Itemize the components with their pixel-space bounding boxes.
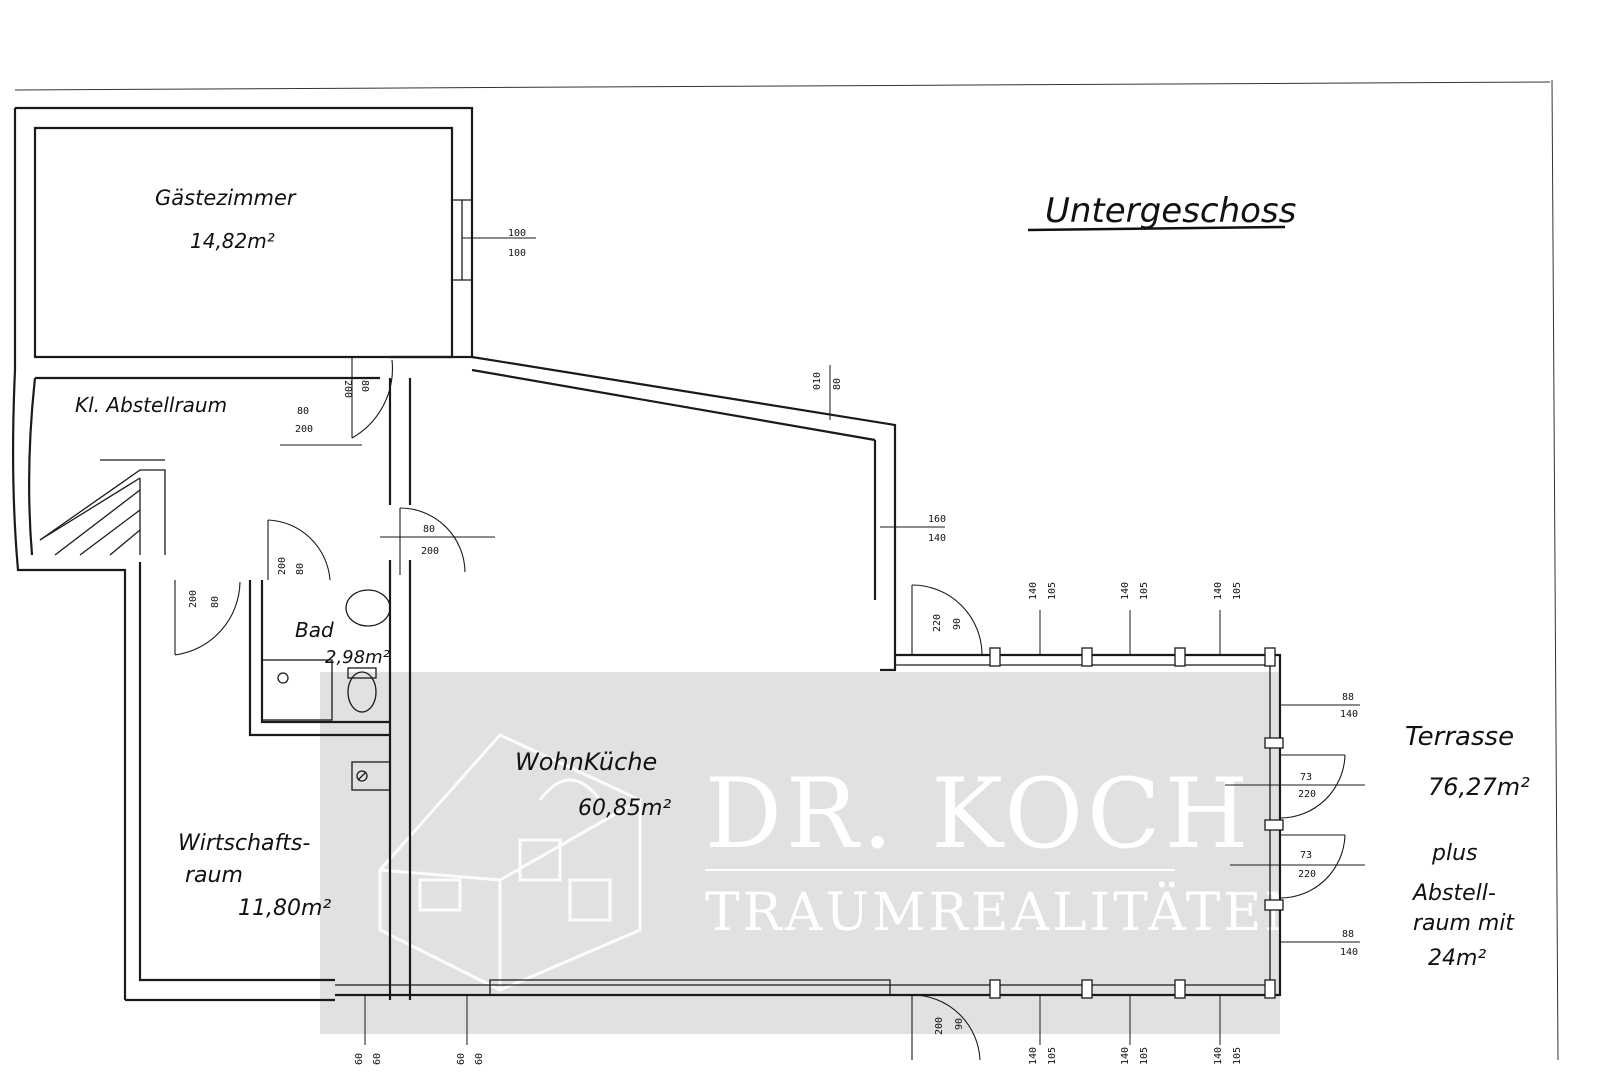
bathtub-icon bbox=[261, 589, 391, 721]
gaestezimmer-label: Gästezimmer bbox=[155, 186, 297, 210]
watermark-band bbox=[320, 672, 1280, 1034]
dim-gaeste-window-w: 100 bbox=[508, 228, 526, 239]
dim-bottom-window-1-b: 140 bbox=[1028, 1047, 1039, 1065]
dim-diag-window-a: 80 bbox=[832, 378, 843, 390]
door-kitchen[interactable] bbox=[399, 507, 466, 575]
wirtschaftsraum-area: 11,80m² bbox=[238, 896, 331, 921]
toilet-icon bbox=[347, 667, 377, 713]
watermark-brand: DR. KOCH bbox=[705, 758, 1252, 870]
terrasse-extra-3: raum mit bbox=[1413, 911, 1515, 936]
stove-icon bbox=[351, 761, 391, 791]
gaestezimmer-area: 14,82m² bbox=[190, 229, 275, 253]
door-gaeste[interactable] bbox=[351, 357, 393, 439]
dim-top-window-3-a: 105 bbox=[1232, 582, 1243, 600]
sheet-right-edge bbox=[1551, 79, 1559, 1061]
terrasse-area: 76,27m² bbox=[1428, 773, 1530, 801]
dim-right-door-1-h: 220 bbox=[1298, 789, 1316, 800]
door-bad[interactable] bbox=[267, 519, 331, 581]
dim-right-window-top-w: 88 bbox=[1342, 692, 1354, 703]
bad-walls bbox=[248, 580, 390, 737]
terrasse-extra-1: plus bbox=[1431, 841, 1477, 866]
dim-gaeste-window-h: 100 bbox=[508, 248, 526, 259]
title-underline bbox=[1027, 225, 1286, 232]
watermark-tagline: TRAUMREALITÄTEN bbox=[705, 882, 1313, 943]
dim-bottom-door-h: 200 bbox=[934, 1017, 945, 1035]
dim-bottom-window-3-b: 140 bbox=[1213, 1047, 1224, 1065]
dim-bottom-door-w: 90 bbox=[954, 1018, 965, 1030]
dim-top-window-1-a: 105 bbox=[1047, 582, 1058, 600]
dim-wirt-door-h: 200 bbox=[188, 590, 199, 608]
dim-right-window-top-h: 140 bbox=[1340, 709, 1358, 720]
bad-label: Bad bbox=[295, 618, 334, 642]
dim-right-window-bottom-w: 88 bbox=[1342, 929, 1354, 940]
wohnkueche-area: 60,85m² bbox=[578, 796, 671, 821]
terrasse-extra-4: 24m² bbox=[1428, 946, 1486, 971]
wohnkueche-label: WohnKüche bbox=[515, 748, 657, 776]
dim-top-window-1-b: 140 bbox=[1028, 582, 1039, 600]
gaestezimmer-walls bbox=[15, 106, 474, 359]
plan-title: Untergeschoss bbox=[1045, 191, 1296, 231]
window-posts bbox=[989, 647, 1284, 999]
dim-bottom-window-2-b: 140 bbox=[1120, 1047, 1131, 1065]
dim-diag-window-b: 010 bbox=[812, 372, 823, 390]
left-walls bbox=[11, 108, 380, 1002]
door-wirtschaft[interactable] bbox=[174, 580, 241, 656]
dim-side-window-w: 160 bbox=[928, 514, 946, 525]
dim-bottom-left-2-b: 60 bbox=[456, 1053, 467, 1065]
dim-bottom-window-3-a: 105 bbox=[1232, 1047, 1243, 1065]
dim-terrace-door-top-h: 220 bbox=[932, 614, 943, 632]
dim-top-window-2-a: 105 bbox=[1139, 582, 1150, 600]
terrasse-label: Terrasse bbox=[1405, 722, 1514, 752]
dim-kitchen-door-h: 200 bbox=[421, 546, 439, 557]
dim-abstell-door-h: 200 bbox=[295, 424, 313, 435]
door-right-1[interactable] bbox=[1279, 754, 1346, 819]
dim-bottom-window-2-a: 105 bbox=[1139, 1047, 1150, 1065]
wirtschaftsraum-label-2: raum bbox=[185, 863, 243, 888]
door-right-2[interactable] bbox=[1279, 834, 1346, 899]
dim-terrace-door-top-w: 90 bbox=[952, 618, 963, 630]
watermark-house-icon bbox=[378, 733, 642, 992]
dim-right-door-2-h: 220 bbox=[1298, 869, 1316, 880]
abstellraum-label: Kl. Abstellraum bbox=[75, 393, 227, 417]
dimension-leaders bbox=[364, 237, 1365, 1045]
staircase bbox=[39, 459, 166, 556]
dim-bad-door-w: 80 bbox=[295, 563, 306, 575]
wirtschaftsraum-label-1: Wirtschafts- bbox=[178, 831, 310, 856]
dim-side-window-h: 140 bbox=[928, 533, 946, 544]
dim-right-window-bottom-h: 140 bbox=[1340, 947, 1358, 958]
dim-top-window-2-b: 140 bbox=[1120, 582, 1131, 600]
dim-bottom-left-1-b: 60 bbox=[354, 1053, 365, 1065]
sheet-top-edge bbox=[14, 81, 1551, 91]
dim-bad-door-h: 200 bbox=[277, 557, 288, 575]
dim-bottom-window-1-a: 105 bbox=[1047, 1047, 1058, 1065]
dim-bottom-left-2-a: 60 bbox=[474, 1053, 485, 1065]
dim-abstell-door-w: 80 bbox=[297, 406, 309, 417]
door-terrace-top[interactable] bbox=[911, 584, 983, 656]
terrasse-extra-2: Abstell- bbox=[1411, 881, 1496, 906]
dim-wirt-door-w: 80 bbox=[210, 596, 221, 608]
door-bottom[interactable] bbox=[911, 994, 981, 1061]
dim-right-door-2-w: 73 bbox=[1300, 850, 1312, 861]
bad-area: 2,98m² bbox=[325, 647, 390, 668]
dim-top-window-3-b: 140 bbox=[1213, 582, 1224, 600]
dim-bottom-left-1-a: 60 bbox=[372, 1053, 383, 1065]
dim-gaeste-door-h: 200 bbox=[342, 380, 353, 398]
dim-kitchen-door-w: 80 bbox=[423, 524, 435, 535]
dim-right-door-1-w: 73 bbox=[1300, 772, 1312, 783]
dim-gaeste-door-w: 80 bbox=[359, 380, 370, 392]
